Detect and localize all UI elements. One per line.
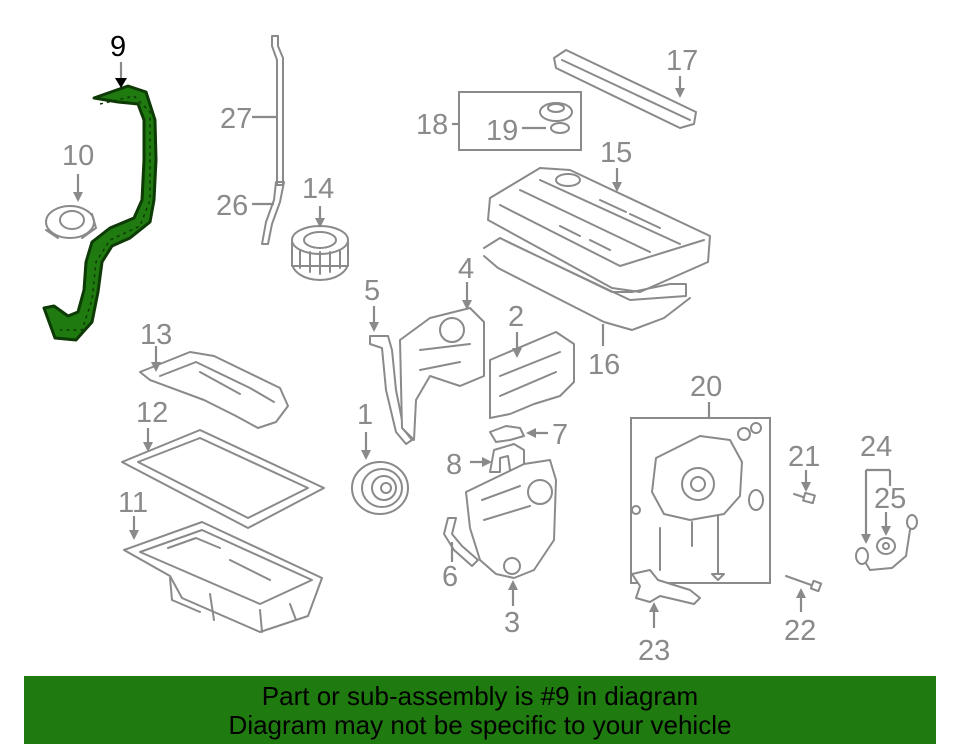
part-15-valve-cover[interactable] xyxy=(487,167,711,293)
label-13: 13 xyxy=(140,319,172,351)
part-4-upper-cover[interactable] xyxy=(399,307,485,441)
part-20-box xyxy=(630,417,771,584)
arrow-4 xyxy=(462,300,472,310)
arrow-11 xyxy=(129,530,139,540)
part-27-dipstick[interactable] xyxy=(271,35,284,186)
arrow-2 xyxy=(512,348,522,358)
label-4: 4 xyxy=(458,253,474,285)
label-11: 11 xyxy=(118,487,148,519)
part-13-baffle[interactable] xyxy=(139,351,289,429)
label-2: 2 xyxy=(508,301,524,333)
arrow-3 xyxy=(508,580,518,590)
part-24-harness[interactable] xyxy=(855,514,918,571)
label-12: 12 xyxy=(136,397,168,429)
arrow-14 xyxy=(315,218,325,228)
part-2-middle-cover[interactable] xyxy=(489,331,575,419)
part-26-dipstick-tube[interactable] xyxy=(261,181,285,245)
label-8: 8 xyxy=(446,449,462,481)
arrow-15 xyxy=(612,182,622,192)
part-3-lower-cover[interactable] xyxy=(465,459,557,579)
part-1-pulley[interactable] xyxy=(351,461,409,515)
part-16-gasket[interactable] xyxy=(483,237,691,331)
label-19: 19 xyxy=(486,115,518,147)
part-21-bolt[interactable] xyxy=(793,491,816,505)
label-15: 15 xyxy=(600,137,632,169)
label-16: 16 xyxy=(588,349,620,381)
footer-line-2: Diagram may not be specific to your vehi… xyxy=(228,710,732,740)
part-11-oil-pan[interactable] xyxy=(123,521,323,633)
label-7: 7 xyxy=(552,419,568,451)
label-3: 3 xyxy=(504,607,520,639)
label-10: 10 xyxy=(62,140,94,172)
label-22: 22 xyxy=(784,615,816,647)
footer-banner: Part or sub-assembly is #9 in diagram Di… xyxy=(24,676,936,744)
arrow-9 xyxy=(115,78,127,88)
part-17-cover[interactable] xyxy=(553,49,697,129)
label-5: 5 xyxy=(364,275,380,307)
label-14: 14 xyxy=(302,173,334,205)
arrow-7 xyxy=(526,428,536,438)
arrow-22 xyxy=(796,588,806,598)
part-22-bolt[interactable] xyxy=(785,575,823,593)
part-25-sensor[interactable] xyxy=(876,537,896,555)
part-12-pan-gasket[interactable] xyxy=(121,429,325,529)
label-6: 6 xyxy=(442,561,458,593)
part-7-seal[interactable] xyxy=(489,425,525,443)
arrow-25 xyxy=(881,526,891,536)
label-17: 17 xyxy=(666,45,698,77)
part-18-box xyxy=(458,91,582,151)
part-8-hose[interactable] xyxy=(489,443,525,473)
part-6-bracket[interactable] xyxy=(443,517,479,567)
label-24: 24 xyxy=(860,431,892,463)
label-1: 1 xyxy=(357,399,373,431)
arrow-5 xyxy=(369,322,379,332)
part-20-oil-pump[interactable] xyxy=(631,422,764,581)
arrow-13 xyxy=(151,362,161,372)
arrow-21 xyxy=(801,482,811,492)
label-21: 21 xyxy=(788,441,820,473)
part-19-filler-cap[interactable] xyxy=(539,102,573,134)
label-25: 25 xyxy=(874,483,906,515)
label-23: 23 xyxy=(638,635,670,667)
part-5-bracket[interactable] xyxy=(369,335,413,445)
arrow-12 xyxy=(143,442,153,452)
arrow-24 xyxy=(861,534,871,544)
part-23-strainer[interactable] xyxy=(631,569,701,605)
part-10-tensioner[interactable] xyxy=(45,205,97,239)
label-20: 20 xyxy=(690,371,722,403)
arrow-17 xyxy=(675,88,685,98)
arrow-23 xyxy=(649,602,659,612)
part-14-oil-filter[interactable] xyxy=(291,225,349,281)
footer-line-1: Part or sub-assembly is #9 in diagram xyxy=(261,681,699,711)
label-27: 27 xyxy=(220,103,252,135)
arrow-10 xyxy=(73,192,83,202)
arrow-1 xyxy=(361,450,371,460)
label-26: 26 xyxy=(216,190,248,222)
arrow-8 xyxy=(482,457,492,467)
part-9-gasket[interactable] xyxy=(42,84,158,342)
label-9: 9 xyxy=(110,31,126,63)
label-18: 18 xyxy=(416,109,448,141)
